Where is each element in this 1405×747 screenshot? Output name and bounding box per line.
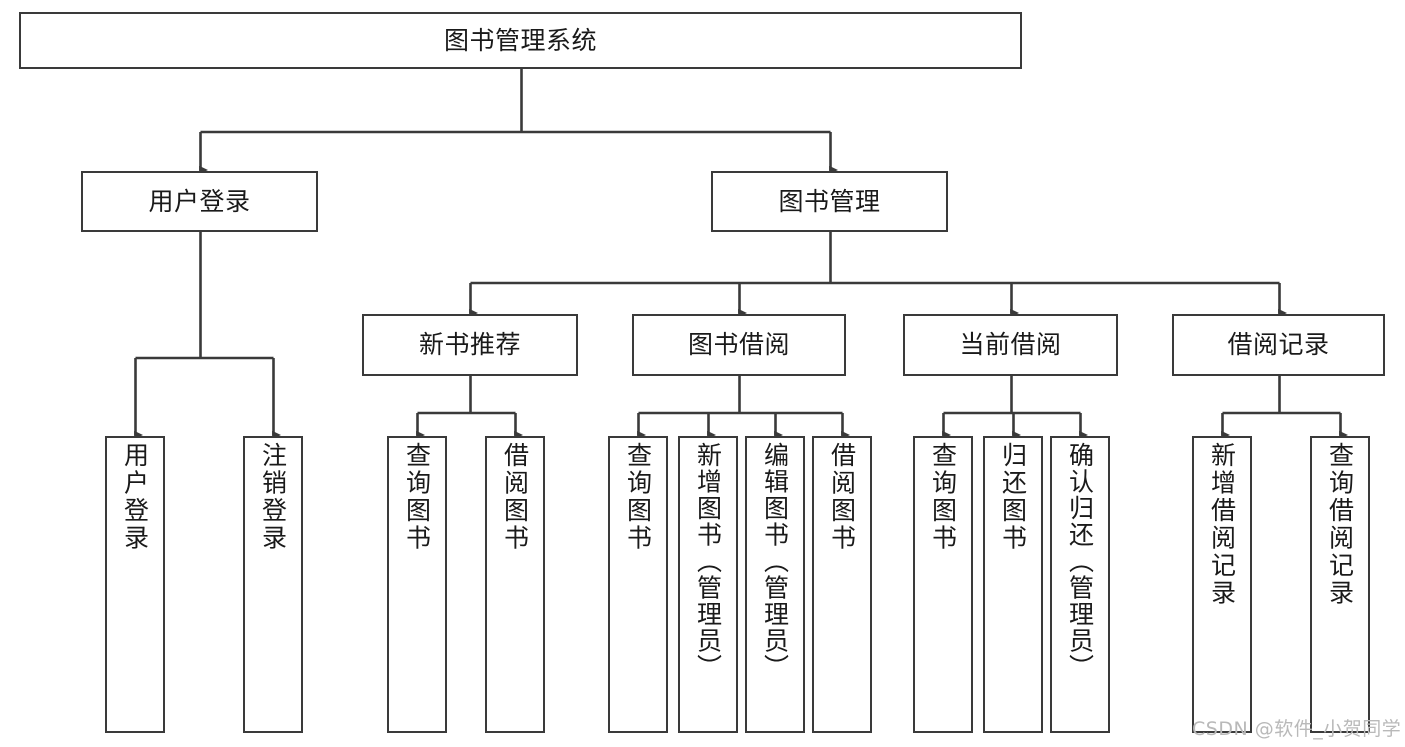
node-l3-borrow-record[interactable]: 借阅记录 [1172, 314, 1385, 376]
node-label: 查询借阅记录 [1325, 442, 1355, 607]
node-label: 确认归还（管理员） [1065, 442, 1095, 681]
node-leaf-logout[interactable]: 注销登录 [243, 436, 303, 733]
node-label: 归还图书 [998, 442, 1028, 552]
node-label: 新增借阅记录 [1207, 442, 1237, 607]
node-label: 用户登录 [148, 186, 251, 216]
node-label: 借阅图书 [827, 442, 857, 552]
node-label: 用户登录 [120, 442, 150, 552]
node-label: 借阅图书 [500, 442, 530, 552]
node-l2-book-mgmt[interactable]: 图书管理 [711, 171, 948, 232]
node-label: 查询图书 [623, 442, 653, 552]
node-label: 图书管理 [778, 186, 881, 216]
node-label: 新书推荐 [418, 330, 521, 360]
node-leaf-query-record[interactable]: 查询借阅记录 [1310, 436, 1370, 733]
node-leaf-borrow-book-1[interactable]: 借阅图书 [485, 436, 545, 733]
edges [134, 69, 1349, 440]
node-l2-user-login[interactable]: 用户登录 [81, 171, 318, 232]
node-label: 图书借阅 [687, 330, 790, 360]
node-l3-current-borrow[interactable]: 当前借阅 [903, 314, 1118, 376]
watermark: CSDN @软件_小贺同学 [1192, 718, 1402, 740]
node-leaf-query-book-1[interactable]: 查询图书 [387, 436, 447, 733]
node-label: 注销登录 [258, 442, 288, 552]
node-leaf-confirm-return[interactable]: 确认归还（管理员） [1050, 436, 1110, 733]
node-leaf-query-book-3[interactable]: 查询图书 [913, 436, 973, 733]
node-label: 查询图书 [402, 442, 432, 552]
node-leaf-borrow-book-2[interactable]: 借阅图书 [812, 436, 872, 733]
node-label: 新增图书（管理员） [693, 442, 723, 681]
node-leaf-add-record[interactable]: 新增借阅记录 [1192, 436, 1252, 733]
node-leaf-user-login[interactable]: 用户登录 [105, 436, 165, 733]
node-leaf-edit-book[interactable]: 编辑图书（管理员） [745, 436, 805, 733]
node-label: 借阅记录 [1227, 330, 1330, 360]
node-l3-new-book-rec[interactable]: 新书推荐 [362, 314, 578, 376]
node-l3-book-borrow[interactable]: 图书借阅 [632, 314, 846, 376]
node-label: 编辑图书（管理员） [760, 442, 790, 681]
node-leaf-add-book[interactable]: 新增图书（管理员） [678, 436, 738, 733]
node-label: 图书管理系统 [443, 25, 597, 55]
node-root[interactable]: 图书管理系统 [19, 12, 1022, 69]
node-label: 当前借阅 [959, 330, 1062, 360]
node-label: 查询图书 [928, 442, 958, 552]
node-leaf-query-book-2[interactable]: 查询图书 [608, 436, 668, 733]
node-leaf-return-book[interactable]: 归还图书 [983, 436, 1043, 733]
